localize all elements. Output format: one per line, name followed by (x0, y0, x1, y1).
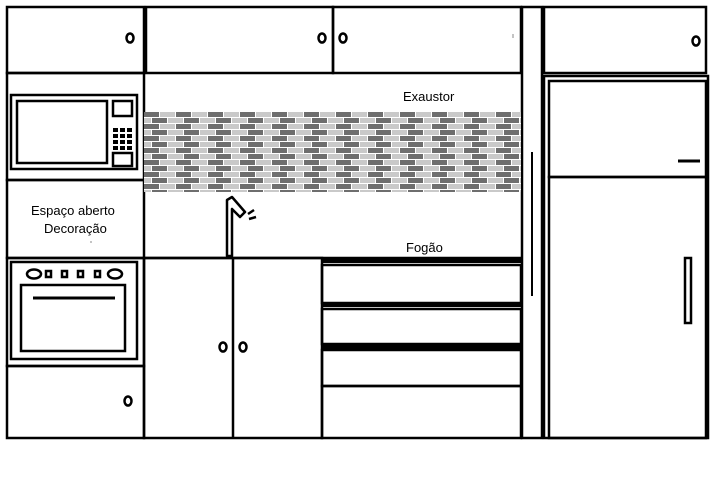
upper-right-cabinet[interactable] (542, 5, 708, 75)
refrigerator-door[interactable] (547, 175, 708, 440)
exaustor-label: Exaustor (403, 89, 455, 104)
stove-drawer-2[interactable] (320, 307, 523, 346)
knob-icon (238, 341, 248, 353)
microwave-keypad (113, 128, 132, 150)
fridge-handle (683, 256, 693, 325)
stove-label: Fogão (406, 240, 443, 255)
open-space-label: Espaço aberto (31, 203, 115, 218)
knob-icon (125, 32, 135, 44)
knob-icon (691, 35, 701, 47)
cabinet-knobs (123, 32, 701, 407)
oven (9, 260, 139, 361)
microwave (9, 93, 139, 171)
upper-left-cabinet[interactable] (5, 5, 146, 75)
refrigerator-housing (542, 74, 710, 440)
knob-icon (218, 341, 228, 353)
stove-drawer-1[interactable] (320, 263, 523, 305)
open-space-niche (5, 178, 146, 260)
upper-cabinet-door-left[interactable] (144, 5, 335, 75)
freezer-door[interactable] (547, 79, 708, 179)
knob-icon (317, 32, 327, 44)
stove-drawer-4[interactable] (320, 384, 523, 440)
stove-drawer-3[interactable] (320, 348, 523, 388)
knob-icon (338, 32, 348, 44)
upper-cabinet-door-right[interactable] (331, 5, 523, 75)
pillar (520, 5, 544, 440)
decoration-label: Decoração (44, 221, 107, 236)
knob-icon (123, 395, 133, 407)
faucet-icon (225, 195, 257, 258)
tile-backsplash (144, 112, 521, 192)
